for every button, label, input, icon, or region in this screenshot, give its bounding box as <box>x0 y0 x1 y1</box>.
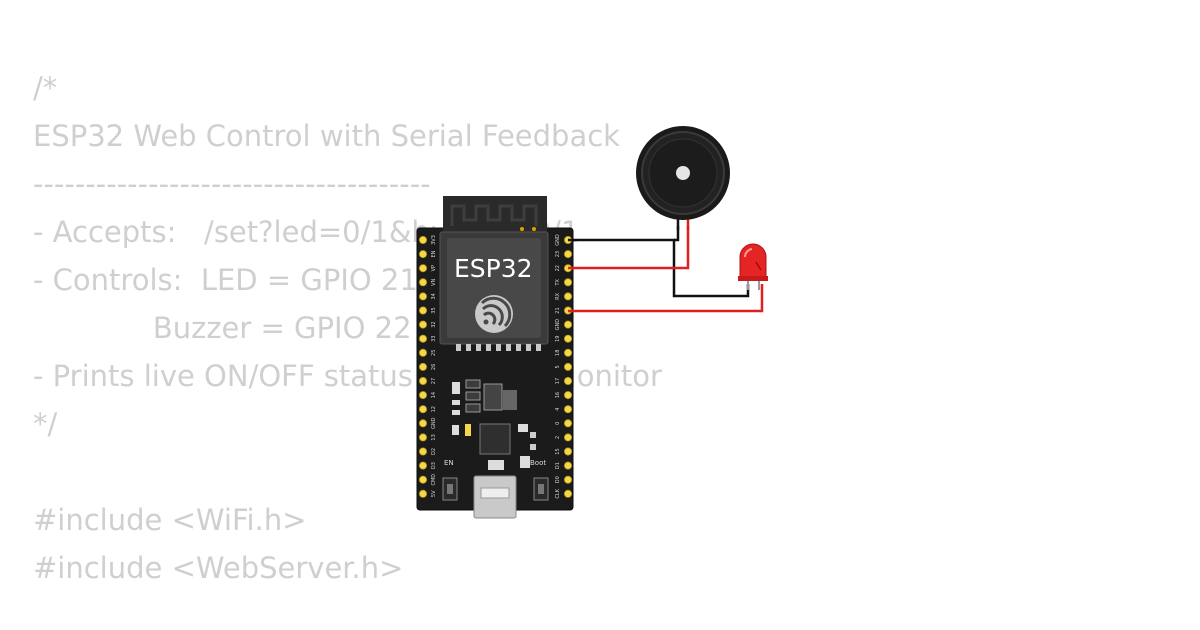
left-pin-label: 13 <box>431 434 437 440</box>
left-pin[interactable] <box>418 292 427 301</box>
left-pin-label: VP <box>431 265 437 271</box>
left-pin[interactable] <box>418 475 427 484</box>
left-pin-label: D2 <box>431 448 437 455</box>
espressif-logo-icon <box>475 295 513 333</box>
right-pin[interactable] <box>564 391 573 400</box>
left-pin[interactable] <box>418 250 427 259</box>
buzzer-icon[interactable] <box>636 126 730 230</box>
left-pin[interactable] <box>418 461 427 470</box>
right-pin-label: 5 <box>555 365 561 368</box>
wire-gpio21-led <box>568 284 764 313</box>
right-pin[interactable] <box>564 489 573 498</box>
right-pin[interactable] <box>564 362 573 371</box>
right-pin-label: 23 <box>555 251 561 257</box>
left-pin[interactable] <box>418 489 427 498</box>
left-pin[interactable] <box>418 419 427 428</box>
right-pin[interactable] <box>564 376 573 385</box>
right-pin[interactable] <box>564 475 573 484</box>
left-pin-label: 12 <box>431 406 437 412</box>
left-pin-label: 34 <box>431 293 437 299</box>
right-pin[interactable] <box>564 419 573 428</box>
right-pin[interactable] <box>564 405 573 414</box>
right-pin[interactable] <box>564 433 573 442</box>
right-pin-label: D1 <box>555 462 561 469</box>
right-pin-label: 2 <box>555 436 561 439</box>
right-pin-label: TX <box>555 278 561 286</box>
left-pin[interactable] <box>418 362 427 371</box>
right-pin-label: CLK <box>555 488 561 498</box>
left-pin-label: EN <box>431 250 437 257</box>
code-line: -------------------------------------- <box>33 167 431 201</box>
left-pin-label: D3 <box>431 462 437 469</box>
right-pin-label: 21 <box>555 307 561 313</box>
code-line: /* <box>33 71 58 105</box>
left-pin[interactable] <box>418 376 427 385</box>
left-pin-label: 26 <box>431 364 437 370</box>
code-line: ESP32 Web Control with Serial Feedback <box>33 119 620 153</box>
left-pin[interactable] <box>418 320 427 329</box>
left-pin-label: 25 <box>431 350 437 356</box>
left-pin[interactable] <box>418 235 427 244</box>
right-pin[interactable] <box>564 447 573 456</box>
left-pin-label: 35 <box>431 307 437 313</box>
right-pin-label: RX <box>555 292 561 299</box>
left-pin-label: 27 <box>431 378 437 384</box>
right-pin-label: GND <box>555 319 561 331</box>
esp32-board[interactable]: ESP32 EN Boo <box>416 196 574 519</box>
left-pin-label: 3V3 <box>431 235 437 245</box>
right-pin-label: 18 <box>555 350 561 356</box>
boot-button-label: Boot <box>530 459 546 467</box>
left-pin[interactable] <box>418 264 427 273</box>
right-pin-label: 4 <box>555 408 561 411</box>
right-pin-label: 17 <box>555 378 561 384</box>
code-line: - Controls: LED = GPIO 21 <box>33 263 418 297</box>
left-pin-label: GND <box>431 417 437 429</box>
left-pin-label: VN <box>431 278 437 285</box>
left-pin[interactable] <box>418 433 427 442</box>
right-pin-label: D0 <box>555 476 561 483</box>
code-line: Buzzer = GPIO 22 <box>33 311 412 345</box>
left-pin-label: 33 <box>431 336 437 342</box>
left-pin[interactable] <box>418 348 427 357</box>
code-line: */ <box>33 407 58 441</box>
right-pin-label: 0 <box>555 422 561 425</box>
right-pin-label: GND <box>555 234 561 246</box>
right-pin-label: 22 <box>555 265 561 271</box>
wire-gnd-buzzer <box>568 238 750 298</box>
en-button-label: EN <box>444 459 454 467</box>
left-pin-label: 14 <box>431 392 437 398</box>
wire-gpio22-buzzer <box>568 226 690 270</box>
left-pin-label: 32 <box>431 321 437 327</box>
right-pin-label: 19 <box>555 336 561 342</box>
wire-gnd-buzzer-branch <box>674 226 680 242</box>
left-pin-label: CMD <box>431 474 437 486</box>
right-pin[interactable] <box>564 334 573 343</box>
code-line: #include <WebServer.h> <box>33 551 404 585</box>
left-pin[interactable] <box>418 278 427 287</box>
left-pin[interactable] <box>418 405 427 414</box>
left-pin-label: 5V <box>431 490 437 497</box>
right-pin[interactable] <box>564 250 573 259</box>
module-label: ESP32 <box>454 254 533 283</box>
right-pin[interactable] <box>564 461 573 470</box>
right-pin[interactable] <box>564 348 573 357</box>
right-pin-label: 16 <box>555 392 561 398</box>
left-pin[interactable] <box>418 334 427 343</box>
wires <box>568 226 764 313</box>
left-pin[interactable] <box>418 306 427 315</box>
right-pin[interactable] <box>564 278 573 287</box>
right-pin-label: 15 <box>555 448 561 454</box>
right-pin[interactable] <box>564 320 573 329</box>
left-pin[interactable] <box>418 391 427 400</box>
led-icon[interactable] <box>738 243 768 290</box>
code-line: #include <WiFi.h> <box>33 503 307 537</box>
right-pin[interactable] <box>564 292 573 301</box>
left-pin[interactable] <box>418 447 427 456</box>
